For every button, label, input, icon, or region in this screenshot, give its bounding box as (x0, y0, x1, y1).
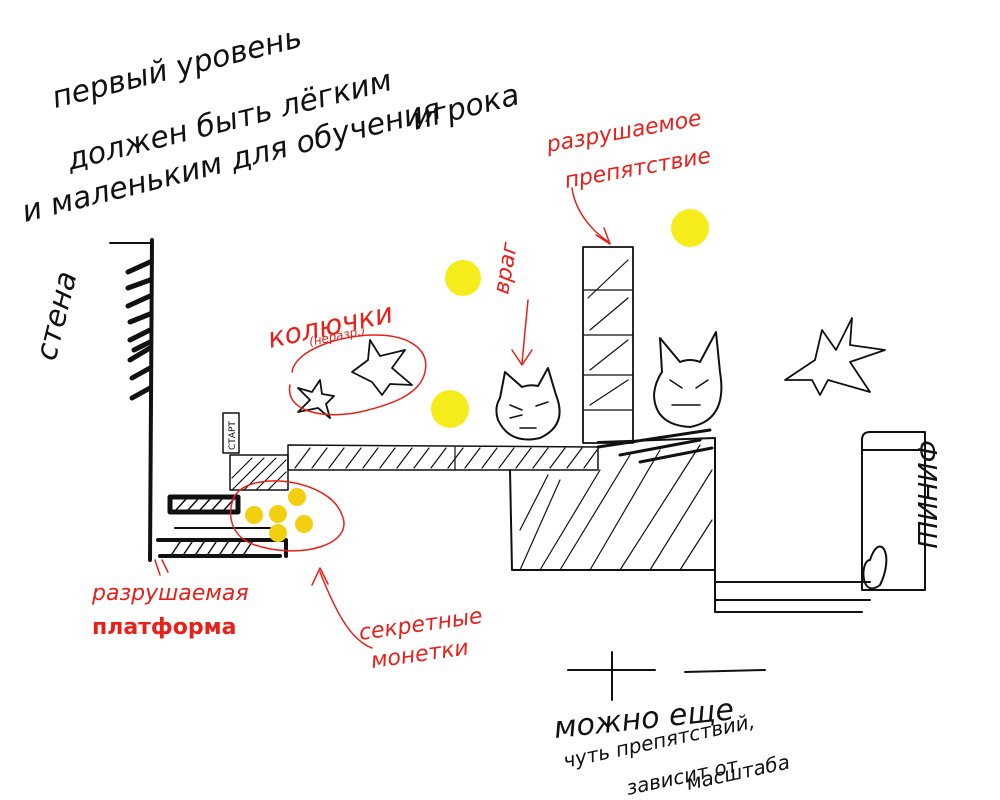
breakable-platform (156, 494, 288, 558)
floor-platform (287, 444, 599, 471)
coin-icon (288, 488, 306, 506)
finish-path (714, 569, 871, 613)
spike-icon (351, 339, 413, 396)
coin-icon (269, 524, 287, 542)
arrow-icon (311, 567, 373, 649)
secret-coins-area (229, 480, 345, 552)
spike-icon (297, 379, 335, 419)
breakable-obstacle (582, 246, 634, 444)
coin-icon (445, 260, 481, 296)
platform-label-line1: разрушаемая (91, 581, 249, 606)
wall (109, 238, 154, 562)
start-block: СТАРТ (222, 412, 289, 491)
cat-enemy-icon (495, 367, 561, 441)
coin-icon (671, 209, 709, 247)
cat-enemy-icon (653, 331, 723, 428)
finish-label: ФИНИШ (911, 440, 941, 549)
intro-note: первый уровень должен быть лёгким и мале… (18, 20, 522, 230)
enemy-annotation: враг (489, 240, 533, 366)
spike-icon (784, 317, 886, 396)
coin-icon (269, 505, 287, 523)
arrow-icon (571, 187, 611, 245)
finish-door: ФИНИШ (861, 431, 941, 591)
enemy-label: враг (489, 240, 523, 296)
raised-block (509, 428, 716, 571)
intro-note-line4: игрока (408, 77, 522, 137)
extra-obstacles-note: можно еще чуть препятствий, зависит от м… (552, 651, 792, 800)
start-label: СТАРТ (228, 421, 238, 450)
platform-annotation: разрушаемая платформа (91, 559, 249, 640)
arrow-icon (511, 299, 533, 366)
secret-coins-annotation: секретные монетки (311, 567, 484, 674)
wall-label: стена (29, 268, 85, 364)
spikes-label: колючки (265, 296, 396, 355)
platform-label-line2: платформа (92, 615, 236, 640)
coin-icon (295, 515, 313, 533)
more-note-line4: масштаба (684, 750, 792, 795)
coin-icon (245, 506, 263, 524)
coin-icon (431, 390, 469, 428)
